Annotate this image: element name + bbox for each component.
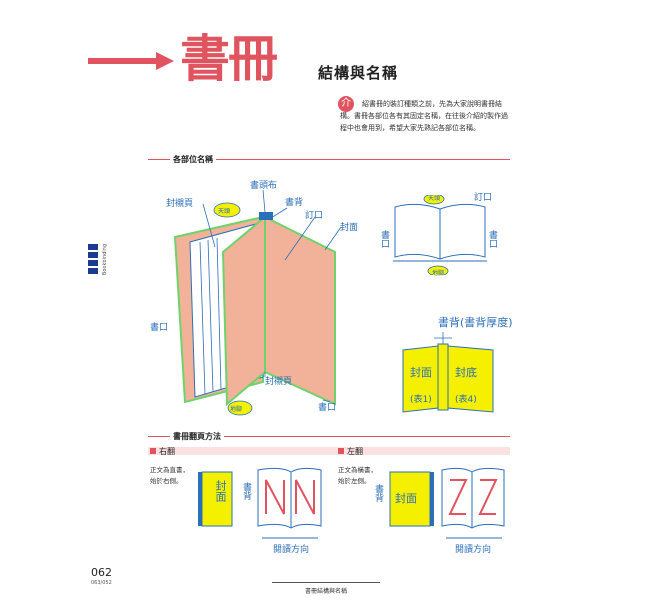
section-title-turning: 書冊翻頁方法	[170, 431, 224, 442]
open-book-diagram	[393, 195, 487, 275]
page-title: 書冊	[180, 30, 278, 88]
label-fore-edge: 書口	[150, 323, 169, 333]
right-cover-label: 封面	[214, 480, 227, 502]
label-open-left: 書口	[379, 230, 389, 248]
label-cover: 封面	[340, 223, 359, 233]
left-turn-diagram	[389, 467, 505, 539]
left-cover-label: 封面	[395, 492, 417, 505]
label-headband: 書頭布	[250, 181, 278, 191]
label-back-note: (表4)	[455, 395, 477, 405]
label-top: 天頭	[218, 208, 231, 215]
running-title: 書冊結構與名稱	[304, 588, 347, 595]
label-open-fore: 訂口	[474, 193, 493, 203]
intro-paragraph: 紹書冊的裝訂種類之前，先為大家說明書冊結構。書冊各部位各有其固定名稱，在往後介紹…	[340, 100, 508, 132]
label-endpaper: 封襯頁	[166, 199, 194, 209]
right-spine-label: 書背	[241, 482, 251, 500]
intro-badge: 介	[338, 96, 354, 112]
side-strip-icon	[88, 244, 98, 274]
label-endpaper-bottom: 封襯頁	[265, 377, 293, 387]
right-turn-desc: 正文為直書， 始於右側。	[150, 466, 189, 485]
book-structure-diagram	[173, 189, 342, 416]
title-arrow-icon	[88, 52, 174, 70]
section-divider-2	[148, 436, 510, 437]
spine-diagram	[402, 332, 494, 413]
label-back-cover: 封底	[455, 366, 477, 379]
footer-divider	[272, 582, 380, 583]
sidebar-label: Bookbinding	[102, 244, 108, 276]
label-open-right: 書口	[487, 230, 497, 248]
section-title-parts: 各部位名稱	[170, 154, 216, 165]
label-spine: 書背	[285, 198, 304, 208]
right-turn-heading: 右翻	[150, 446, 175, 457]
page-subtitle: 結構與名稱	[318, 64, 399, 82]
label-open-bottom: 地腳	[432, 270, 445, 277]
sub-heading-bar	[148, 447, 510, 455]
right-direction-label: 閱讀方向	[273, 545, 310, 555]
label-spine-width: 書背(書背厚度)	[438, 316, 513, 329]
label-front-cover: 封面	[410, 366, 432, 379]
section-divider	[148, 159, 510, 160]
page-number-sub: 063/052	[91, 580, 112, 586]
label-bookmark-right: 訂口	[305, 211, 324, 221]
left-spine-label: 書背	[373, 484, 383, 502]
right-turn-diagram	[198, 467, 322, 539]
left-turn-desc: 正文為橫書， 始於左側。	[338, 466, 377, 485]
left-turn-heading: 左翻	[338, 446, 363, 457]
label-front-note: (表1)	[410, 395, 432, 405]
label-open-top: 天頭	[428, 195, 441, 202]
label-cut: 書口	[318, 403, 337, 413]
page-number: 062	[91, 566, 112, 579]
left-direction-label: 閱讀方向	[455, 545, 492, 555]
label-tail: 地腳	[230, 406, 243, 413]
